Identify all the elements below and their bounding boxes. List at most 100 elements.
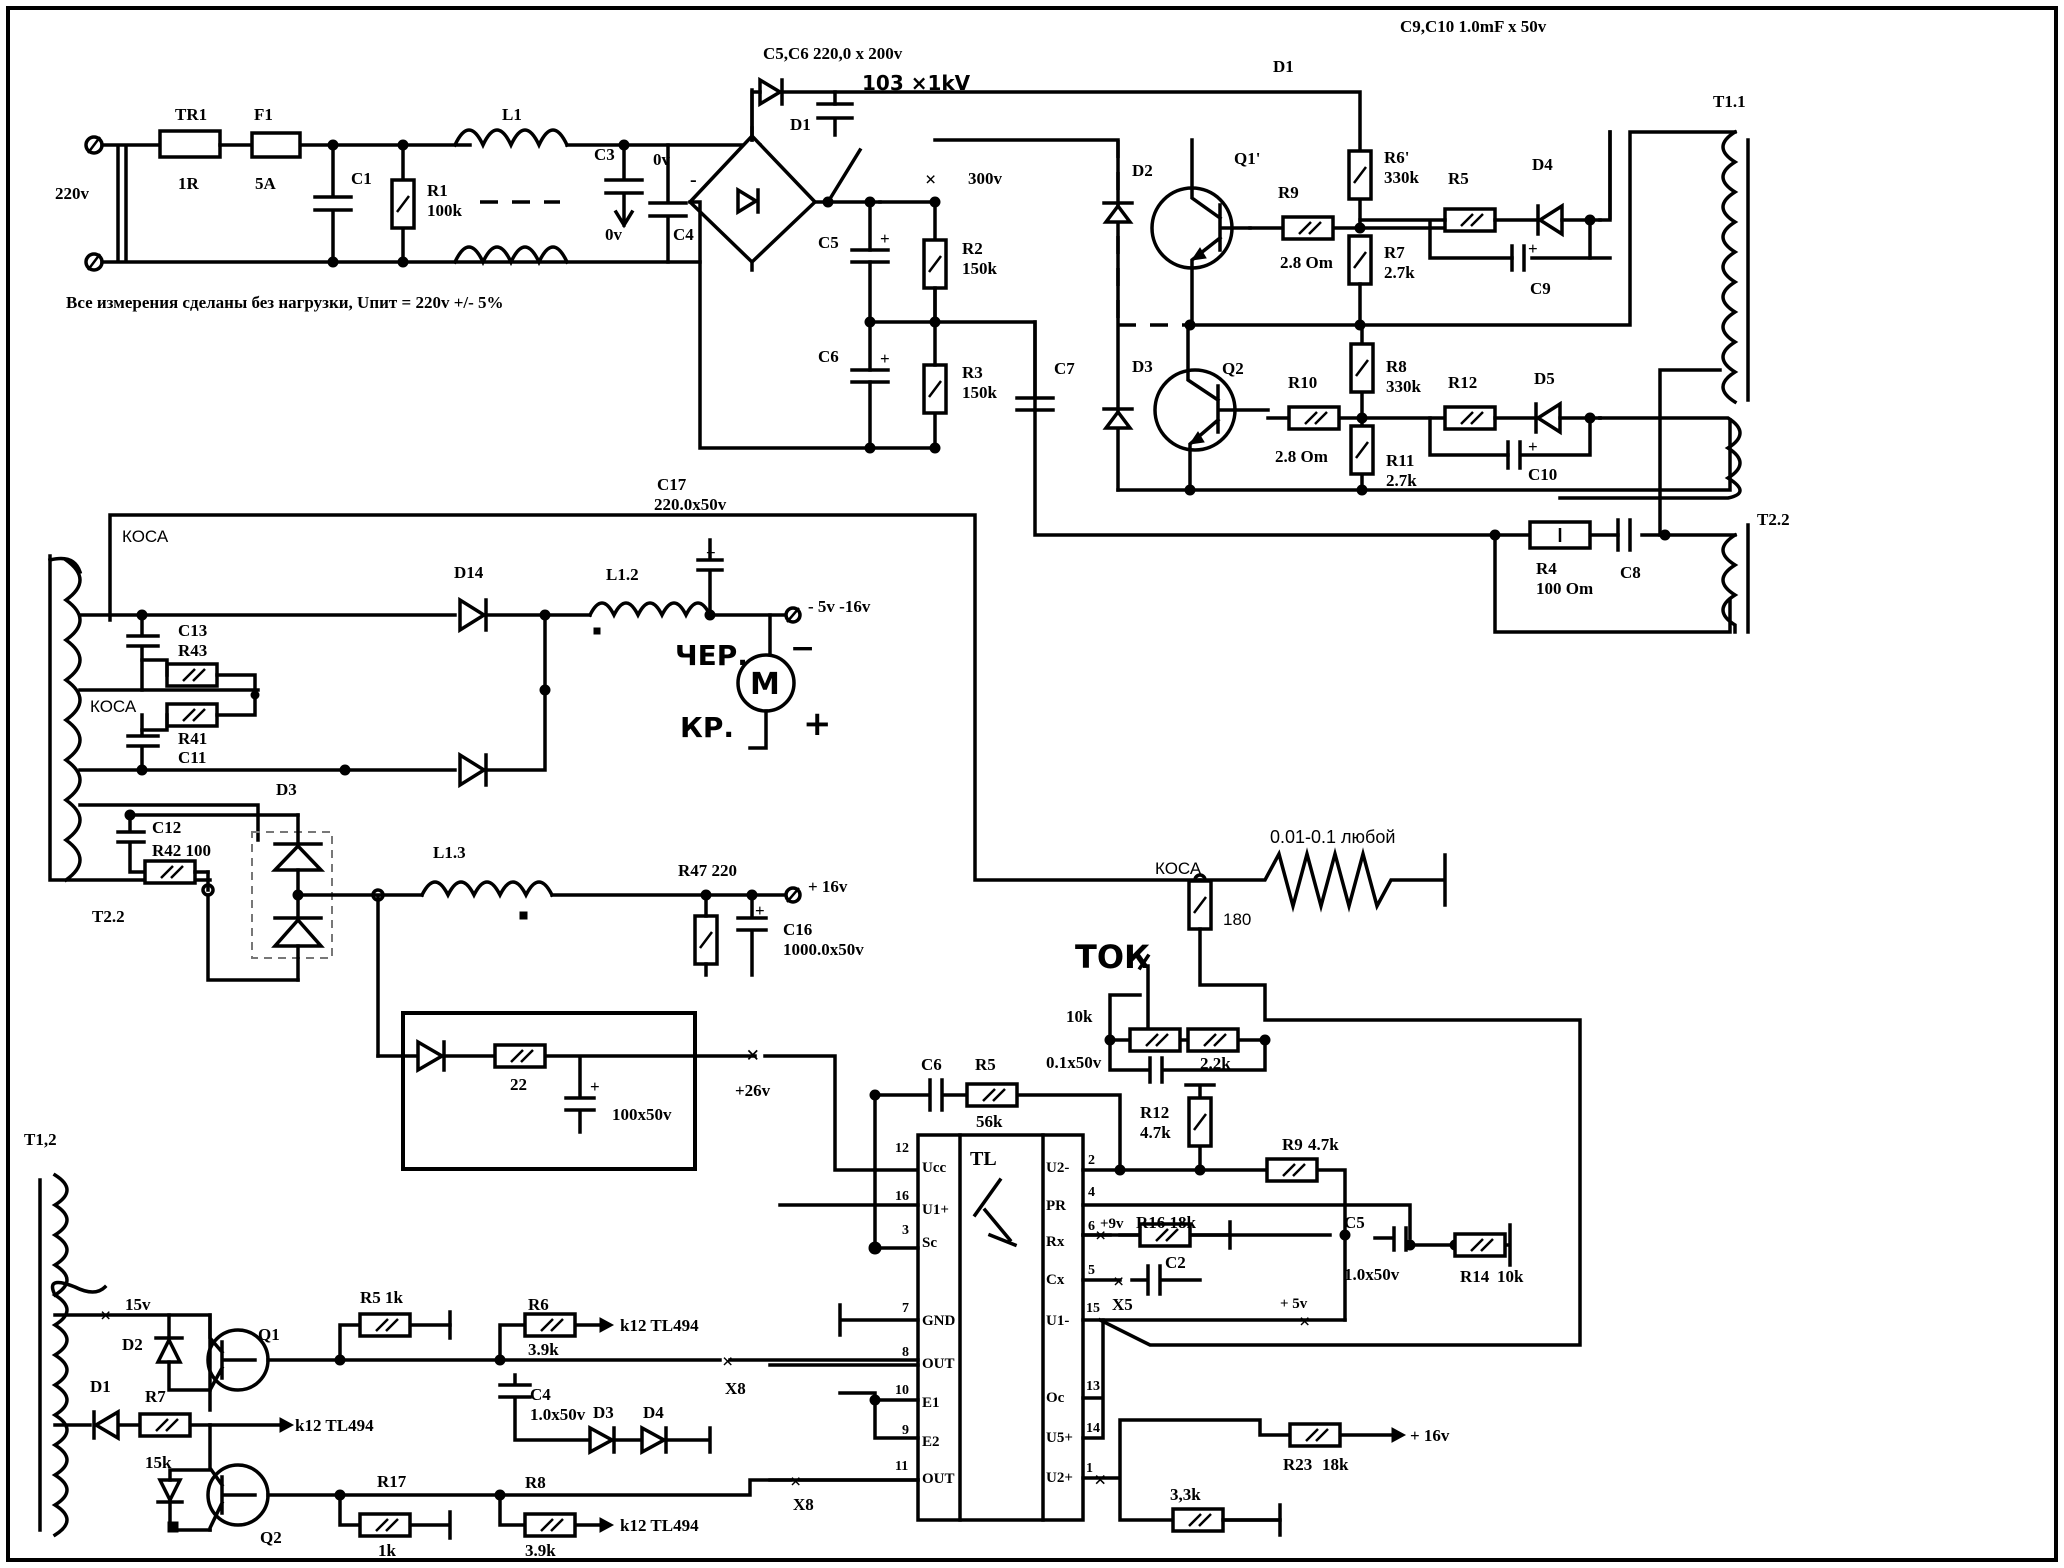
d5-label: D5 [1534, 369, 1555, 388]
f1-value: 5A [255, 174, 277, 193]
r6-low-label: R6 [528, 1295, 549, 1314]
r17-resistor [358, 1512, 412, 1538]
pin-num: 15 [1086, 1301, 1100, 1316]
k12-label-c: k12 TL494 [620, 1516, 699, 1535]
ic-pin-4: 4PR [1046, 1185, 1095, 1214]
r11-label: R11 [1386, 451, 1414, 470]
input-section: 220v TR1 1R F1 5A C1 R1 100k L1 C3 0v 0v… [55, 44, 1790, 634]
x-mark-26v: × [746, 1043, 760, 1069]
pin-label: OUT [922, 1356, 955, 1372]
r23-label: R23 [1283, 1455, 1312, 1474]
motor-minus: − [790, 631, 815, 666]
pin-label: U2+ [1046, 1470, 1073, 1486]
r8-resistor [1349, 342, 1375, 394]
r8-value: 330k [1386, 377, 1422, 396]
pin-label: Ucc [922, 1160, 946, 1176]
d3-label: D3 [1132, 357, 1153, 376]
pin-label: Sc [922, 1235, 937, 1251]
zero-v-a: 0v [653, 150, 671, 169]
r3-resistor [922, 363, 948, 415]
shunt-resistor [1198, 847, 1447, 913]
c2-label: C2 [1165, 1253, 1186, 1272]
pin-label: U5+ [1046, 1430, 1073, 1446]
supply-26v-box [401, 1011, 697, 1171]
c17-label: C17 [657, 475, 687, 494]
pin-num: 4 [1088, 1185, 1095, 1200]
pin-label: U2- [1046, 1160, 1069, 1176]
r12-low-label: R12 [1140, 1103, 1169, 1122]
r7-low-value: 15k [145, 1453, 172, 1472]
x8b-label: X8 [793, 1495, 814, 1514]
r2-resistor [922, 238, 948, 290]
r10-label: R10 [1288, 373, 1317, 392]
tr1-resistor [158, 129, 222, 159]
r41-resistor [165, 702, 219, 728]
pin-label: E1 [922, 1395, 940, 1411]
x-mark-u2: × [1094, 1467, 1107, 1492]
pin-num: 16 [895, 1189, 909, 1204]
r10-resistor [1287, 405, 1341, 431]
t22-label-top: T2.2 [1757, 510, 1790, 529]
r5-low-resistor [358, 1312, 412, 1338]
d1-low-diode [92, 1408, 120, 1442]
motor-letter: M [750, 667, 780, 702]
r9-low-value: 4.7k [1308, 1135, 1339, 1154]
d2-label: D2 [1132, 161, 1153, 180]
ic-pin-1: 1U2+ [1046, 1461, 1093, 1486]
r7-value: 2.7k [1384, 263, 1415, 282]
supply-diode [416, 1038, 446, 1074]
t12-label: T1,2 [24, 1130, 57, 1149]
r7-low-resistor [138, 1412, 192, 1438]
mains-label: 220v [55, 184, 90, 203]
c6-plus: + [880, 349, 890, 368]
pin-label: Cx [1046, 1272, 1065, 1288]
bd1-diode [758, 76, 784, 108]
r2-label: R2 [962, 239, 983, 258]
t22-label-mid: T2.2 [92, 907, 125, 926]
c3-capacitor [604, 143, 644, 229]
d5-diode [1534, 400, 1562, 436]
r16-label: R16 18k [1136, 1213, 1197, 1232]
hand-black-label: ЧЕР. [675, 639, 748, 672]
f1-fuse [250, 131, 302, 159]
supply-resistor-label: 22 [510, 1075, 527, 1094]
tl494-ic [916, 1133, 1085, 1522]
r33-label: 3,3k [1170, 1485, 1201, 1504]
v15-label: 15v [125, 1295, 151, 1314]
pin-num: 2 [1088, 1153, 1095, 1168]
c16-label: C16 [783, 920, 812, 939]
d2-low-diode [154, 1336, 184, 1364]
r9-low-label: R9 [1282, 1135, 1303, 1154]
r180-resistor [1187, 879, 1213, 931]
r9-resistor [1281, 215, 1335, 241]
r6-label: R6' [1384, 148, 1410, 167]
r5b-value: 56k [976, 1112, 1003, 1131]
r8-label: R8 [1386, 357, 1407, 376]
f1-label: F1 [254, 105, 273, 124]
c4-label: C4 [673, 225, 694, 244]
motor-symbol: M [736, 613, 796, 750]
d3-low-diode [588, 1425, 616, 1455]
tok-label: ТОК [1075, 938, 1150, 976]
supply-cap-label: 100x50v [612, 1105, 672, 1124]
pin-label: Rx [1046, 1234, 1065, 1250]
page-frame [6, 6, 2058, 1562]
pin-label: GND [922, 1313, 956, 1329]
r8-low-resistor [523, 1512, 577, 1538]
t22-transformer-top [1721, 523, 1750, 634]
l1-choke-bottom [452, 245, 570, 267]
c16-plus: + [755, 901, 765, 920]
r14-value: 10k [1497, 1267, 1524, 1286]
r11-value: 2.7k [1386, 471, 1417, 490]
l12-inductor [587, 601, 713, 619]
motor-plus: + [803, 704, 832, 744]
pin-label: OUT [922, 1471, 955, 1487]
q2-low-transistor [206, 1423, 270, 1532]
r43-label: R43 [178, 641, 207, 660]
neg-output-terminal [784, 606, 802, 624]
